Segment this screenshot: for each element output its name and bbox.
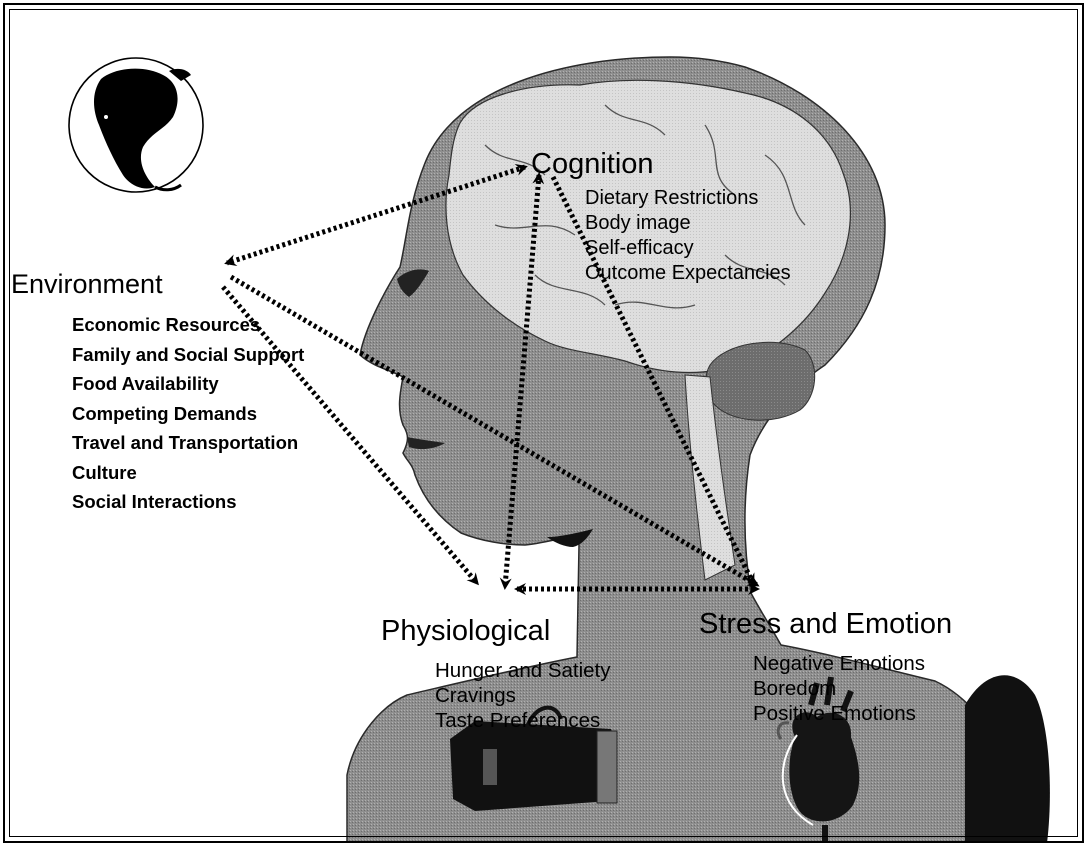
physiological-title: Physiological xyxy=(381,615,550,648)
cerebellum xyxy=(706,342,815,420)
globe-icon xyxy=(69,58,203,192)
environment-factor: Culture xyxy=(72,458,304,488)
environment-factor: Economic Resources xyxy=(72,310,304,340)
cognition-factor: Self-efficacy xyxy=(585,236,791,261)
shoulder-shadow xyxy=(965,675,1050,843)
physiological-factor: Cravings xyxy=(435,683,611,708)
environment-factor: Travel and Transportation xyxy=(72,428,304,458)
cognition-factor-list: Dietary Restrictions Body image Self-eff… xyxy=(585,186,791,286)
environment-title: Environment xyxy=(11,269,163,300)
stress-emotion-factor-list: Negative Emotions Boredom Positive Emoti… xyxy=(753,651,925,726)
cognition-factor: Dietary Restrictions xyxy=(585,186,791,211)
environment-factor: Food Availability xyxy=(72,369,304,399)
environment-factor: Competing Demands xyxy=(72,399,304,429)
environment-factor-list: Economic Resources Family and Social Sup… xyxy=(72,310,304,517)
cognition-factor: Body image xyxy=(585,211,791,236)
stress-emotion-factor: Negative Emotions xyxy=(753,651,925,676)
physiological-factor-list: Hunger and Satiety Cravings Taste Prefer… xyxy=(435,658,611,733)
cognition-title: Cognition xyxy=(531,148,654,181)
stress-emotion-title: Stress and Emotion xyxy=(699,608,952,641)
physiological-factor: Hunger and Satiety xyxy=(435,658,611,683)
environment-factor: Social Interactions xyxy=(72,487,304,517)
stress-emotion-factor: Positive Emotions xyxy=(753,701,925,726)
stress-emotion-factor: Boredom xyxy=(753,676,925,701)
environment-factor: Family and Social Support xyxy=(72,340,304,370)
cognition-factor: Outcome Expectancies xyxy=(585,261,791,286)
physiological-factor: Taste Preferences xyxy=(435,708,611,733)
diagram-frame: Cognition Dietary Restrictions Body imag… xyxy=(3,3,1084,843)
